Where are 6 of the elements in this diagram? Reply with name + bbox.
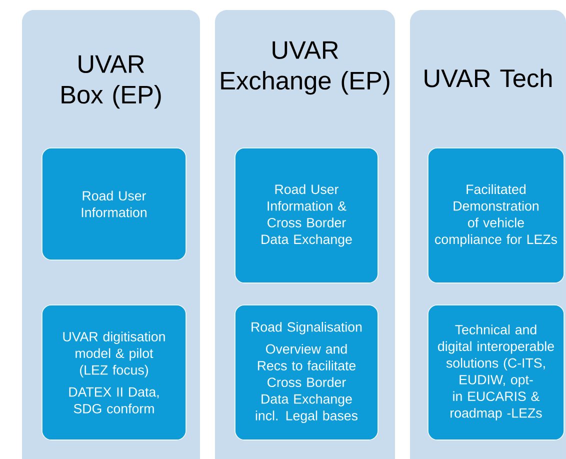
text-box: Facilitated Demonstration of vehicle compliance for LEZs (428, 148, 564, 284)
text-box: Road User Information (42, 148, 186, 260)
text-box: UVAR digitisation model & pilot (LEZ focus) DATEX II Data, SDG conform (42, 304, 186, 440)
text-box: Road User Information & Cross Border Data Exchange (234, 148, 378, 284)
text-box: Technical and digital interoperable solutions (C-ITS, EUDIW, opt-in EUCARIS & roadmap -LEZs (428, 304, 564, 440)
text-box: Road Signalisation Overview and Recs to facilitate Cross Border Data Exchange incl. Legal bases (234, 304, 378, 440)
